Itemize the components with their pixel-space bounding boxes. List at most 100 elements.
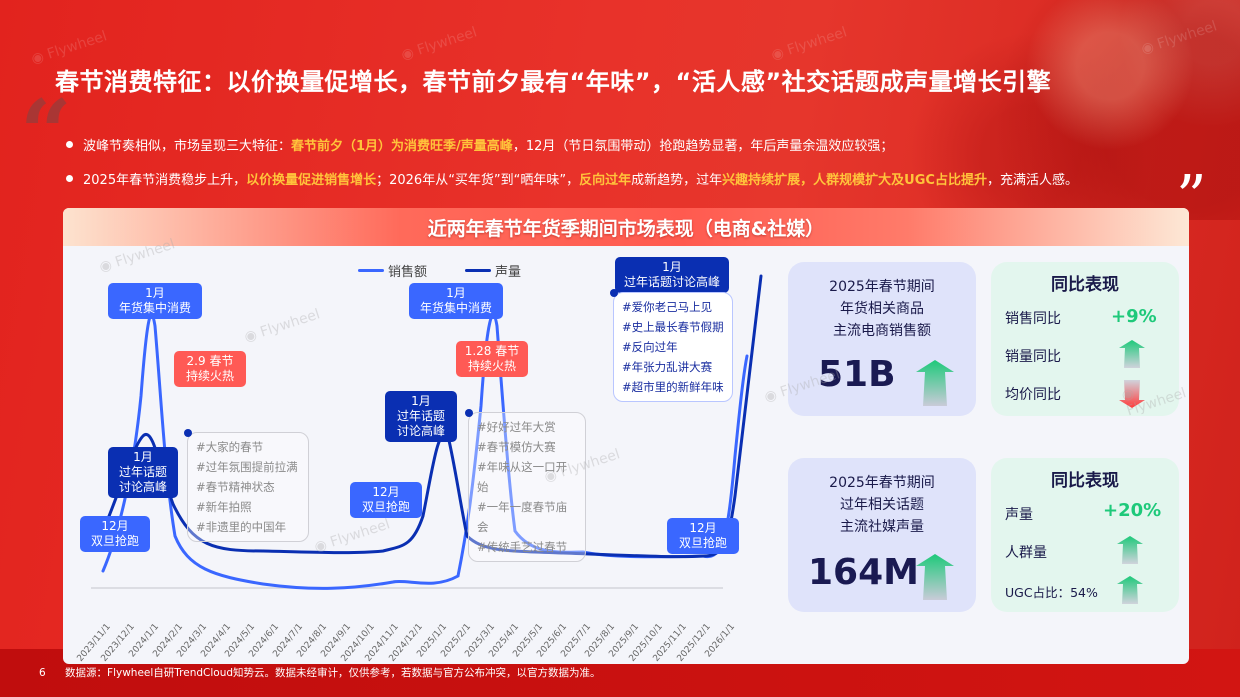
watermark: ◉ Flywheel: [769, 24, 849, 64]
callout-line: 1月: [446, 286, 466, 300]
bullet-text-part: ，充满活人感。: [986, 172, 1078, 188]
ecommerce-desc: 2025年春节期间 年货相关商品 主流电商销售额: [788, 276, 976, 342]
bullet-text-part: 2025年春节消费稳步上升，: [83, 172, 247, 188]
yoy-value: +9%: [1111, 306, 1157, 327]
chart-legend: 销售额 声量: [358, 261, 521, 280]
bullet-text: 2025年春节消费稳步上升，以价换量促进销售增长；2026年从“买年货”到“晒年…: [83, 169, 1078, 188]
hashtag: #年味从这一口开始: [477, 460, 568, 494]
desc-line: 年货相关商品: [840, 301, 924, 317]
hashtag: #史上最长春节假期: [622, 320, 724, 334]
social-desc: 2025年春节期间 过年相关话题 主流社媒声量: [788, 472, 976, 538]
callout-sales-peak-2025: 1月 年货集中消费: [409, 283, 503, 319]
callout-line: 双旦抢跑: [90, 534, 139, 548]
up-arrow-icon: [916, 554, 954, 600]
bullet-highlight: 反向过年: [579, 172, 632, 188]
social-yoy-card: 同比表现 声量 +20% 人群量 UGC占比：54%: [991, 458, 1179, 612]
bullet-text-part: 成新趋势，过年: [631, 172, 723, 188]
up-arrow-icon: [1119, 340, 1145, 368]
panel-title: 近两年春节年货季期间市场表现（电商&社媒）: [63, 208, 1189, 246]
legend-label: 声量: [495, 265, 522, 280]
callout-spring-2024: 2.9 春节 持续火热: [174, 351, 246, 387]
yoy-title: 同比表现: [1051, 275, 1119, 295]
yoy-row-label: 人群量: [1005, 545, 1047, 561]
ecommerce-yoy-card: 同比表现 销售同比 +9% 销量同比 均价同比: [991, 262, 1179, 416]
tag-list-2025: #好好过年大赏 #春节模仿大赛 #年味从这一口开始 #一年一度春节庙会 #传统手…: [465, 409, 586, 562]
hashtag: #好好过年大赏: [477, 420, 556, 434]
callout-line: 12月: [101, 519, 129, 533]
hashtag: #反向过年: [622, 340, 678, 354]
open-quote-icon: “: [20, 80, 72, 186]
bullet-highlight: 春节前夕（1月）为消费旺季/声量高峰: [291, 138, 513, 154]
callout-line: 1.28 春节: [464, 344, 520, 358]
bullet-text-part: 波峰节奏相似，市场呈现三大特征：: [83, 138, 292, 154]
summary-bullets: 波峰节奏相似，市场呈现三大特征：春节前夕（1月）为消费旺季/声量高峰，12月（节…: [66, 133, 1078, 201]
bullet-text: 波峰节奏相似，市场呈现三大特征：春节前夕（1月）为消费旺季/声量高峰，12月（节…: [83, 135, 893, 154]
callout-voice-peak-2025: 1月 过年话题 讨论高峰: [385, 391, 457, 442]
callout-line: 持续火热: [467, 359, 516, 373]
desc-line: 主流电商销售额: [833, 323, 931, 339]
callout-line: 1月: [145, 286, 165, 300]
hashtag: #超市里的新鲜年味: [622, 380, 724, 394]
pin-icon: [610, 289, 618, 297]
legend-item-voice: 声量: [465, 261, 521, 280]
callout-line: 过年话题讨论高峰: [623, 275, 720, 289]
yoy-row-label: 声量: [1005, 507, 1033, 523]
watermark: ◉ Flywheel: [1139, 18, 1219, 58]
bullet-1: 波峰节奏相似，市场呈现三大特征：春节前夕（1月）为消费旺季/声量高峰，12月（节…: [66, 133, 1078, 155]
legend-swatch-sales-icon: [358, 269, 384, 272]
hashtag: #春节模仿大赛: [477, 440, 556, 454]
yoy-title: 同比表现: [1051, 471, 1119, 491]
social-voice-card: 2025年春节期间 过年相关话题 主流社媒声量 164M: [788, 458, 976, 612]
callout-voice-peak-2026: 1月 过年话题讨论高峰: [615, 257, 729, 293]
hashtag: #大家的春节: [196, 440, 264, 454]
up-arrow-icon: [916, 360, 954, 406]
up-arrow-icon: [1117, 536, 1143, 564]
legend-item-sales: 销售额: [358, 261, 427, 280]
hashtag: #传统手艺过春节: [477, 540, 568, 554]
callout-spring-2025: 1.28 春节 持续火热: [456, 341, 528, 377]
legend-label: 销售额: [388, 265, 428, 280]
tag-list-2026: #爱你老己马上见 #史上最长春节假期 #反向过年 #年张力乱讲大赛 #超市里的新…: [610, 289, 733, 402]
callout-line: 年货集中消费: [419, 301, 492, 315]
desc-line: 2025年春节期间: [829, 279, 935, 295]
hashtag: #新年拍照: [196, 500, 252, 514]
bullet-text-part: ，12月（节日氛围带动）抢跑趋势显著，年后声量余温效应较强；: [512, 138, 894, 154]
callout-line: 过年话题: [396, 409, 445, 423]
page-number: 6: [39, 667, 46, 679]
bullet-highlight: 兴趣持续扩展，人群规模扩大及UGC占比提升: [722, 172, 987, 188]
watermark: ◉ Flywheel: [399, 24, 479, 64]
bullet-2: 2025年春节消费稳步上升，以价换量促进销售增长；2026年从“买年货”到“晒年…: [66, 167, 1078, 189]
line-chart: 销售额 声量 1月 年货集中消费 2.9 春节 持续火热 1月 过年话题 讨论高…: [63, 246, 783, 664]
bullet-highlight: 以价换量促进销售增长: [246, 172, 377, 188]
callout-sales-peak-2024: 1月 年货集中消费: [108, 283, 202, 319]
pin-icon: [465, 409, 473, 417]
callout-line: 1月: [411, 394, 431, 408]
ecommerce-sales-card: 2025年春节期间 年货相关商品 主流电商销售额 51B: [788, 262, 976, 416]
callout-line: 1月: [662, 260, 682, 274]
social-voice-value: 164M: [808, 552, 919, 593]
hashtag: #一年一度春节庙会: [477, 500, 568, 534]
yoy-row-label: UGC占比：54%: [1005, 585, 1098, 600]
hashtag: #年张力乱讲大赛: [622, 360, 713, 374]
callout-line: 双旦抢跑: [678, 536, 727, 550]
data-source-note: 数据源：Flywheel自研TrendCloud知势云。数据未经审计，仅供参考，…: [65, 667, 601, 679]
callout-line: 12月: [372, 485, 400, 499]
yoy-row-label: 销售同比: [1005, 311, 1061, 327]
legend-swatch-voice-icon: [465, 269, 492, 272]
tag-list-2024: #大家的春节 #过年氛围提前拉满 #春节精神状态 #新年拍照 #非遗里的中国年: [184, 429, 309, 542]
callout-line: 12月: [689, 521, 717, 535]
callout-line: 讨论高峰: [118, 480, 167, 494]
callout-line: 持续火热: [185, 369, 234, 383]
callout-dec-2023: 12月 双旦抢跑: [80, 516, 150, 552]
pin-icon: [184, 429, 192, 437]
ecommerce-sales-value: 51B: [818, 354, 896, 395]
callout-line: 讨论高峰: [396, 424, 445, 438]
down-arrow-icon: [1119, 380, 1145, 408]
yoy-row-label: 均价同比: [1005, 387, 1061, 403]
yoy-row-label: 销量同比: [1005, 349, 1061, 365]
callout-voice-peak-2024: 1月 过年话题 讨论高峰: [108, 447, 178, 498]
bullet-dot-icon: [66, 174, 73, 182]
hashtag: #非遗里的中国年: [196, 520, 287, 534]
callout-line: 年货集中消费: [118, 301, 191, 315]
callout-line: 过年话题: [118, 465, 167, 479]
